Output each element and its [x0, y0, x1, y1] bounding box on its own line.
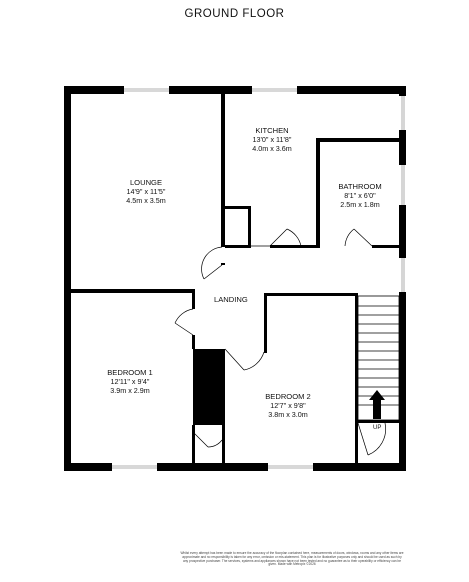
- kitchen-imperial: 13'0" x 11'8": [252, 135, 292, 144]
- bedroom1-label: BEDROOM 1 12'11" x 9'4" 3.9m x 2.9m: [80, 368, 180, 395]
- bedroom1-imperial: 12'11" x 9'4": [110, 377, 150, 386]
- windows: [112, 86, 406, 471]
- bedroom1-metric: 3.9m x 2.9m: [110, 386, 150, 395]
- bathroom-name: BATHROOM: [338, 182, 382, 191]
- bathroom-metric: 2.5m x 1.8m: [340, 200, 380, 209]
- kitchen-name: KITCHEN: [255, 126, 289, 135]
- bathroom-label: BATHROOM 8'1" x 6'0" 2.5m x 1.8m: [310, 182, 410, 209]
- lounge-metric: 4.5m x 3.5m: [126, 196, 166, 205]
- interior-walls: [64, 86, 406, 471]
- bedroom2-name: BEDROOM 2: [265, 392, 311, 401]
- bathroom-imperial: 8'1" x 6'0": [344, 191, 376, 200]
- kitchen-label: KITCHEN 13'0" x 11'8" 4.0m x 3.6m: [222, 126, 322, 153]
- bedroom2-imperial: 12'7" x 9'8": [270, 401, 306, 410]
- stairs-up-label: UP: [373, 425, 382, 431]
- bedroom1-name: BEDROOM 1: [107, 368, 153, 377]
- lounge-name: LOUNGE: [129, 178, 163, 187]
- kitchen-metric: 4.0m x 3.6m: [252, 144, 292, 153]
- staircase: [357, 295, 400, 421]
- disclaimer-text: Whilst every attempt has been made to en…: [180, 551, 404, 567]
- floor-title: GROUND FLOOR: [184, 8, 285, 20]
- bedroom2-label: BEDROOM 2 12'7" x 9'8" 3.8m x 3.0m: [238, 392, 338, 419]
- bedroom2-metric: 3.8m x 3.0m: [268, 410, 308, 419]
- lounge-label: LOUNGE 14'9" x 11'5" 4.5m x 3.5m: [96, 178, 196, 205]
- door-swings: [174, 228, 386, 456]
- stairs-up-arrow-icon: [369, 390, 385, 419]
- lounge-imperial: 14'9" x 11'5": [126, 187, 166, 196]
- landing-label: LANDING: [214, 295, 248, 304]
